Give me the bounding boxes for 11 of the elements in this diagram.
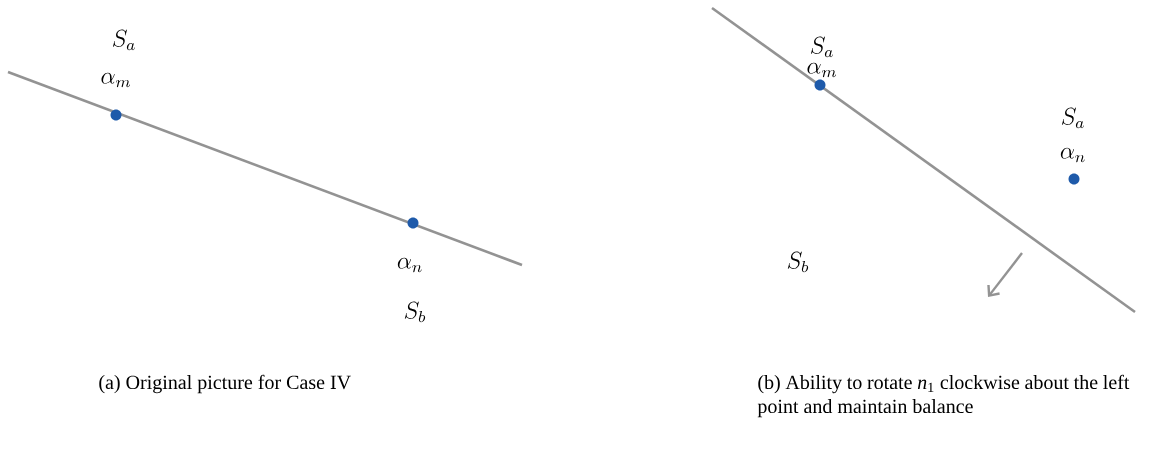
region-label: $S_b$: [404, 301, 426, 323]
point-label: $\alpha_n$: [397, 257, 422, 273]
point-label: $\alpha_m$: [101, 72, 130, 88]
point-label: $\alpha_m$: [807, 62, 836, 78]
point-label: $\alpha_n$: [1060, 147, 1085, 163]
region-label: $S_a$: [113, 29, 135, 51]
region-label: $S_a$: [1062, 107, 1084, 129]
caption: (a) Original picture for Case IV: [99, 374, 351, 394]
region-label: $S_a$: [811, 36, 833, 58]
caption: (b) Ability to rotate n$_{1}$ clockwise about the left point and maintain balance: [757, 374, 1130, 418]
region-label: $S_b$: [787, 251, 809, 273]
